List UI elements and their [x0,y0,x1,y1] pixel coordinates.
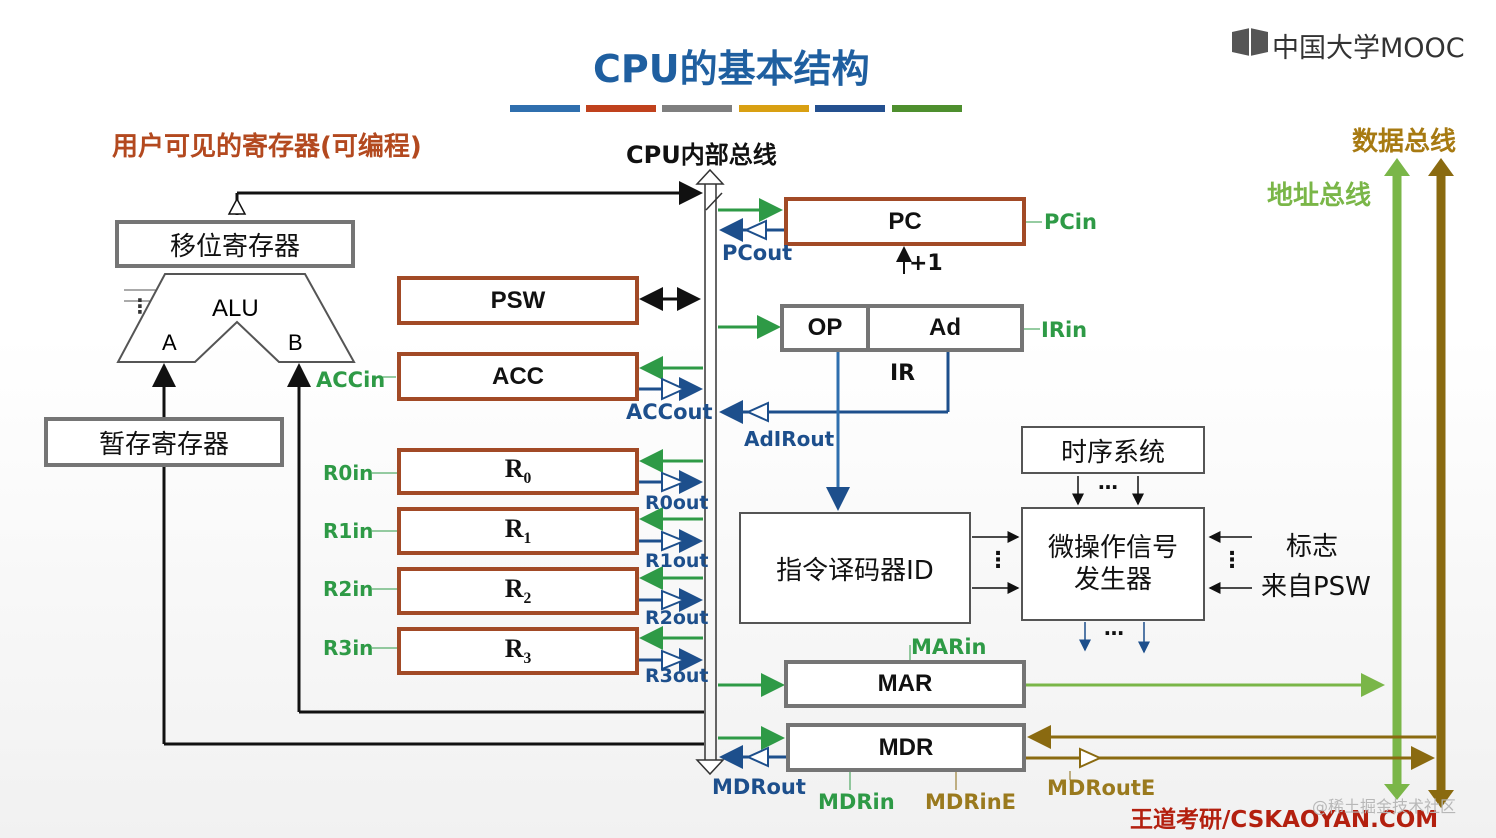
r3-register: R3 [397,627,639,675]
alu-input-b-label: B [288,330,303,355]
r1-label: R1 [504,513,532,548]
timing-system-label: 时序系统 [1060,437,1165,468]
register-bus-wires [372,356,703,672]
flag-label-line2: 来自PSW [1261,572,1371,602]
r0-out-signal: R0out [645,492,709,514]
pc-increment-label: +1 [909,251,943,276]
color-bar-4 [739,105,809,112]
shift-register-box: 移位寄存器 [115,220,355,268]
psw-register: PSW [397,276,639,325]
alu-input-a-label: A [162,330,177,355]
acc-out-signal: ACCout [626,400,713,424]
r2-in-signal: R2in [323,577,374,601]
control-wires [972,476,1252,654]
mdr-out-signal: MDRout [712,775,806,799]
temp-register-label: 暂存寄存器 [98,429,229,460]
mar-label: MAR [877,670,933,697]
r1-register: R1 [397,507,639,555]
color-bar-2 [586,105,656,112]
pc-in-signal: PCin [1044,210,1097,234]
alu-flag-dots: ⋮ [130,294,150,318]
mar-in-signal: MARin [911,635,987,659]
r2-out-signal: R2out [645,607,709,629]
shift-register-label: 移位寄存器 [169,231,300,262]
page-title: CPU的基本结构 [593,47,870,91]
mooc-logo-text: 中国大学MOOC [1272,33,1465,64]
acc-label: ACC [492,362,544,390]
micro-op-generator-line1: 微操作信号 [1047,533,1178,563]
mar-wires [718,645,1385,697]
mdr-label: MDR [878,733,934,761]
alu-label: ALU [212,295,259,322]
r3-label: R3 [504,633,532,668]
generator-output-dots: … [1104,616,1124,640]
ir-op-field: OP [780,304,870,352]
color-bar-1 [510,105,580,112]
decoder-output-dots: ⋮ [987,548,1009,573]
r1-out-signal: R1out [645,550,709,572]
r2-register: R2 [397,567,639,615]
ad-label: Ad [929,314,961,341]
color-bar-3 [662,105,732,112]
mooc-logo-icon [1232,28,1268,56]
ir-ad-field: Ad [866,304,1024,352]
footer-brand: 王道考研/CSKAOYAN.COM [1130,807,1439,833]
data-bus-label: 数据总线 [1352,127,1457,157]
r3-in-signal: R3in [323,636,374,660]
pc-wires [718,198,1042,274]
timing-dots: … [1098,470,1118,494]
address-bus-arrow [1384,158,1410,800]
micro-op-generator-box: 微操作信号 发生器 [1021,507,1205,621]
alu-shape [116,273,356,363]
internal-bus [695,168,725,776]
ad-ir-out-signal: AdIRout [744,427,835,451]
pc-register: PC [784,197,1026,246]
r2-label: R2 [504,573,532,608]
r1-in-signal: R1in [323,519,374,543]
ir-in-signal: IRin [1041,318,1088,342]
mdr-register: MDR [786,723,1026,772]
data-bus-arrow [1428,158,1454,808]
color-bar-6 [892,105,962,112]
r0-register: R0 [397,448,639,495]
r3-out-signal: R3out [645,665,709,687]
shift-to-bus-wire [227,181,703,215]
pc-label: PC [888,207,922,235]
ir-label: IR [890,361,916,386]
ir-wires [718,315,1040,511]
address-bus-label: 地址总线 [1267,181,1372,211]
timing-system-box: 时序系统 [1021,426,1205,474]
internal-bus-label: CPU内部总线 [626,141,777,169]
flag-input-dots: ⋮ [1221,548,1243,573]
footer-watermark: @稀土掘金技术社区 [1312,797,1457,816]
op-label: OP [807,314,843,341]
micro-op-generator-line2: 发生器 [1073,565,1152,595]
mdr-in-e-signal: MDRinE [925,790,1016,814]
r0-in-signal: R0in [323,461,374,485]
flag-label-line1: 标志 [1286,532,1339,562]
acc-in-signal: ACCin [316,368,386,392]
color-bar-5 [815,105,885,112]
r0-label: R0 [504,454,532,488]
mdr-out-e-signal: MDRoutE [1047,776,1156,800]
instruction-decoder-label: 指令译码器ID [776,555,934,586]
pc-out-signal: PCout [722,241,793,265]
temp-register-box: 暂存寄存器 [44,417,284,467]
mdr-wires [718,725,1436,790]
acc-register: ACC [397,352,639,401]
psw-label: PSW [490,286,546,314]
title-color-bars [510,105,964,113]
instruction-decoder-box: 指令译码器ID [739,512,971,624]
mar-register: MAR [784,660,1026,708]
mdr-in-signal: MDRin [818,790,895,814]
user-visible-label: 用户可见的寄存器(可编程) [112,132,422,162]
alu-input-wires [152,363,704,746]
